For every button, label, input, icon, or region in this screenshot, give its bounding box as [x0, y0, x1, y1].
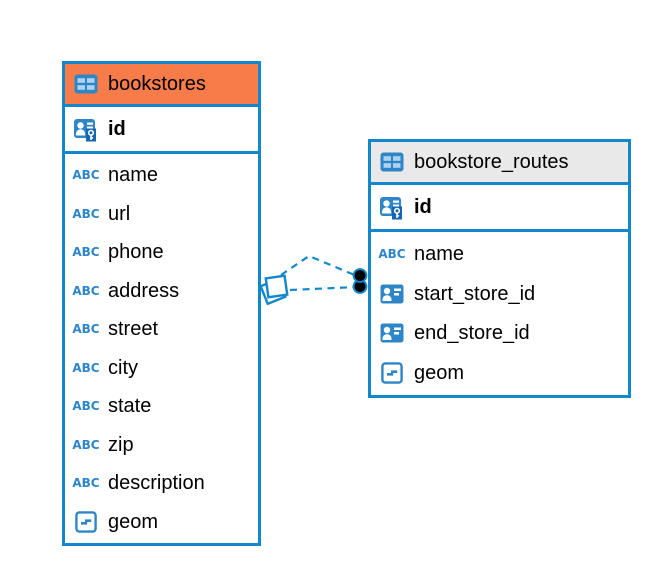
column-name: city	[108, 356, 138, 379]
table-bookstore-routes[interactable]: bookstore_routes id ABC name	[368, 139, 631, 398]
column-row[interactable]: ABC street	[65, 310, 258, 349]
table-icon	[72, 74, 100, 94]
column-name: phone	[108, 241, 164, 264]
column-row[interactable]: end_store_id	[371, 314, 628, 354]
column-name: geom	[108, 510, 159, 533]
text-type-icon: ABC	[72, 437, 100, 453]
column-row[interactable]: ABC phone	[65, 233, 258, 272]
relationship-dot-marker[interactable]	[352, 268, 368, 283]
relationship-line-upper[interactable]	[280, 254, 358, 278]
column-name: description	[108, 472, 205, 495]
text-type-icon: ABC	[378, 246, 406, 262]
text-type-icon: ABC	[72, 283, 100, 299]
reference-type-icon	[378, 284, 406, 304]
column-name: id	[414, 196, 432, 218]
column-name: geom	[414, 362, 465, 385]
table-icon	[378, 152, 406, 172]
bookstore-routes-columns: ABC name start_store_id	[371, 232, 628, 395]
column-row-id[interactable]: id	[65, 107, 258, 154]
column-row[interactable]: ABC url	[65, 195, 258, 234]
text-type-icon: ABC	[72, 398, 100, 414]
column-name: state	[108, 395, 152, 418]
column-row[interactable]: geom	[65, 503, 258, 542]
column-name: name	[414, 242, 465, 265]
relationship-line-lower[interactable]	[289, 285, 357, 292]
bookstore-routes-header[interactable]: bookstore_routes	[371, 142, 628, 185]
primary-key-icon	[72, 116, 100, 142]
column-name: zip	[108, 433, 134, 456]
column-name: name	[108, 164, 159, 187]
bookstores-header[interactable]: bookstores	[65, 64, 258, 107]
column-row[interactable]: ABC name	[371, 234, 628, 274]
table-bookstores[interactable]: bookstores id ABC name	[62, 61, 261, 546]
column-row[interactable]: ABC city	[65, 349, 258, 388]
text-type-icon: ABC	[72, 321, 100, 337]
column-name: url	[108, 202, 131, 225]
column-name: address	[108, 279, 180, 302]
text-type-icon: ABC	[72, 206, 100, 222]
text-type-icon: ABC	[72, 244, 100, 260]
column-row[interactable]: ABC address	[65, 272, 258, 311]
text-type-icon: ABC	[72, 360, 100, 376]
text-type-icon: ABC	[72, 475, 100, 491]
primary-key-icon	[378, 194, 406, 220]
geometry-type-icon	[72, 510, 100, 533]
reference-type-icon	[378, 323, 406, 343]
column-row-id[interactable]: id	[371, 185, 628, 232]
column-row[interactable]: ABC name	[65, 156, 258, 195]
column-name: end_store_id	[414, 322, 530, 345]
table-title: bookstores	[108, 73, 206, 95]
column-row[interactable]: start_store_id	[371, 274, 628, 314]
column-row[interactable]: ABC zip	[65, 426, 258, 465]
column-row[interactable]: ABC description	[65, 464, 258, 503]
table-title: bookstore_routes	[414, 151, 569, 173]
column-name: start_store_id	[414, 282, 536, 305]
column-row[interactable]: geom	[371, 353, 628, 393]
geometry-type-icon	[378, 362, 406, 384]
column-name: id	[108, 118, 126, 140]
relationship-diamond-marker[interactable]	[259, 274, 289, 306]
relationship-dot-marker[interactable]	[352, 279, 368, 294]
column-row[interactable]: ABC state	[65, 387, 258, 426]
column-name: street	[108, 318, 159, 341]
bookstores-columns: ABC name ABC url ABC phone ABC address A…	[65, 154, 258, 543]
text-type-icon: ABC	[72, 167, 100, 183]
